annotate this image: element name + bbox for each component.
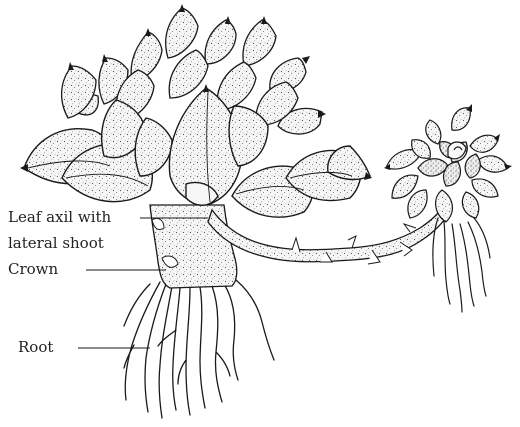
main-rosette-middle — [62, 50, 298, 125]
stem-crown — [150, 205, 237, 288]
plantlet-rosette — [386, 108, 508, 222]
label-root: Root — [18, 338, 53, 356]
label-leaf-axil-line2: lateral shoot — [8, 234, 104, 252]
label-crown: Crown — [8, 260, 59, 278]
labels: Leaf axil with lateral shoot Crown Root — [8, 208, 112, 356]
label-leaf-axil-line1: Leaf axil with — [8, 208, 112, 226]
root-system — [124, 280, 274, 418]
plantlet-roots — [433, 218, 490, 312]
